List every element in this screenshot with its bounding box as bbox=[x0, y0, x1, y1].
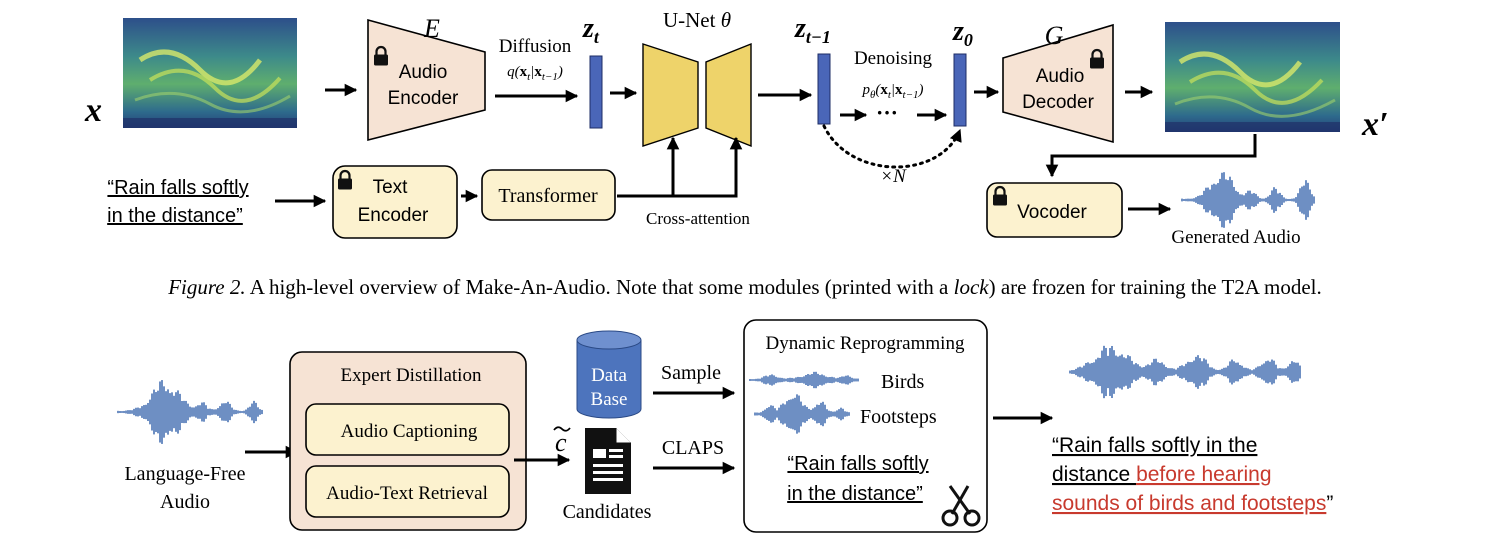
encoder-line2: Encoder bbox=[388, 88, 459, 109]
denoising-label: Denoising bbox=[854, 48, 933, 69]
diffusion-formula: q(xt|xt−1) bbox=[507, 64, 563, 83]
text-encoder-block bbox=[332, 165, 458, 239]
claps-label: CLAPS bbox=[662, 437, 724, 459]
decoder-letter: G bbox=[1045, 21, 1064, 50]
text-encoder-line1: Text bbox=[373, 177, 409, 198]
latent-zt bbox=[589, 55, 603, 129]
vocoder-block bbox=[986, 182, 1123, 238]
input-spectrogram bbox=[123, 18, 297, 128]
diffusion-label: Diffusion bbox=[499, 36, 572, 57]
sample-label: Sample bbox=[661, 362, 721, 384]
latent-z0 bbox=[953, 53, 967, 127]
database-line2: Base bbox=[591, 389, 628, 410]
output-audio-waveform bbox=[1069, 345, 1301, 399]
zt-label: zt bbox=[582, 13, 600, 47]
decoder-line2: Decoder bbox=[1022, 92, 1094, 113]
caption-text-after: ) are frozen for training the T2A model. bbox=[989, 275, 1322, 299]
cross-attention-arrow-right bbox=[617, 136, 743, 198]
audio-text-retrieval-label: Audio-Text Retrieval bbox=[326, 483, 488, 504]
denoising-formula: pθ(xt|xt−1) bbox=[861, 82, 923, 101]
language-free-line2: Audio bbox=[160, 491, 210, 513]
audio-text-retrieval-block bbox=[305, 465, 510, 518]
encoder-letter: E bbox=[423, 14, 440, 43]
z0-label: z0 bbox=[952, 16, 973, 50]
inner-caption-line1: “Rain falls softly bbox=[787, 453, 928, 475]
birds-waveform bbox=[749, 371, 859, 389]
text-encoder-line2: Encoder bbox=[358, 205, 429, 226]
input-x-label: x bbox=[84, 92, 102, 129]
output-caption-line2: distance before hearing bbox=[1052, 463, 1272, 486]
scissors-icon bbox=[941, 485, 981, 527]
language-free-audio-waveform bbox=[117, 380, 263, 444]
latent-zt1 bbox=[817, 53, 831, 125]
dynamic-reprogramming-block bbox=[743, 319, 988, 533]
tilde-mark bbox=[553, 426, 571, 432]
language-free-line1: Language-Free bbox=[124, 463, 245, 485]
output-caption-line3-end: ” bbox=[1326, 492, 1333, 515]
output-caption-line1: “Rain falls softly in the bbox=[1052, 434, 1257, 457]
times-n-label: ×N bbox=[880, 166, 907, 187]
footsteps-label: Footsteps bbox=[860, 406, 937, 428]
caption-lock-word: lock bbox=[954, 275, 990, 299]
footsteps-waveform bbox=[754, 394, 850, 434]
audio-decoder-block bbox=[1002, 23, 1114, 144]
output-spectrogram bbox=[1165, 22, 1340, 132]
expert-distillation-label: Expert Distillation bbox=[341, 365, 482, 386]
unet-label: U-Net θ bbox=[663, 8, 731, 32]
decoder-line1: Audio bbox=[1036, 66, 1085, 87]
database-icon bbox=[576, 330, 642, 419]
output-caption-line2-black: distance bbox=[1052, 463, 1136, 486]
caption-text-before: A high-level overview of Make-An-Audio. … bbox=[246, 275, 954, 299]
c-tilde-label: c bbox=[555, 428, 567, 457]
encoder-line1: Audio bbox=[399, 62, 448, 83]
arrow-spec-to-vocoder bbox=[1045, 134, 1257, 178]
top-prompt-line2: in the distance” bbox=[107, 205, 243, 227]
output-caption-line3-red: sounds of birds and footsteps bbox=[1052, 492, 1326, 515]
output-caption-line3: sounds of birds and footsteps” bbox=[1052, 492, 1333, 515]
unet-decoder-half bbox=[705, 42, 752, 148]
transformer-label: Transformer bbox=[498, 185, 598, 207]
figure-caption: Figure 2. A high-level overview of Make-… bbox=[167, 275, 1322, 299]
cross-attention-label: Cross-attention bbox=[646, 209, 750, 228]
document-icon bbox=[585, 428, 631, 494]
transformer-block bbox=[481, 169, 616, 221]
denoise-ellipsis: ··· bbox=[876, 100, 898, 125]
vocoder-label: Vocoder bbox=[1017, 202, 1087, 223]
audio-captioning-block bbox=[305, 403, 510, 456]
database-line1: Data bbox=[591, 365, 627, 386]
unet-encoder-half bbox=[642, 43, 699, 147]
audio-encoder-block bbox=[367, 18, 486, 142]
loop-arrow bbox=[822, 124, 962, 169]
birds-label: Birds bbox=[881, 371, 925, 393]
generated-audio-waveform bbox=[1181, 172, 1315, 228]
inner-caption-line2: in the distance” bbox=[787, 483, 923, 505]
generated-audio-label: Generated Audio bbox=[1171, 227, 1300, 248]
dynamic-reprogramming-label: Dynamic Reprogramming bbox=[766, 333, 965, 354]
caption-figure-label: Figure 2. bbox=[167, 275, 245, 299]
audio-captioning-label: Audio Captioning bbox=[341, 421, 478, 442]
top-prompt-line1: “Rain falls softly bbox=[107, 177, 248, 199]
zt1-label: zt−1 bbox=[794, 13, 831, 47]
output-caption-line2-red: before hearing bbox=[1136, 463, 1271, 486]
output-x-prime-label: x′ bbox=[1361, 106, 1389, 143]
candidates-label: Candidates bbox=[563, 501, 652, 523]
